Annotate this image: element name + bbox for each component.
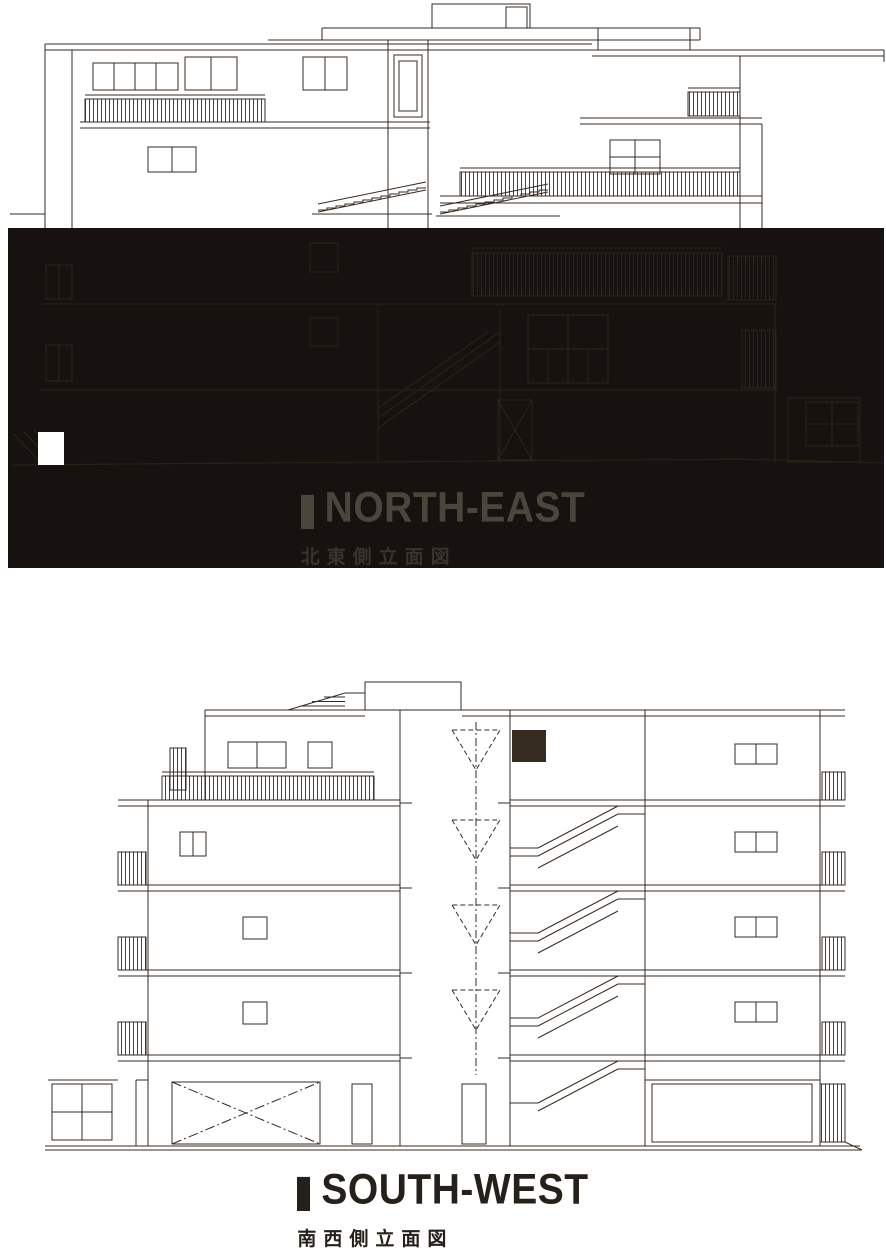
sw-dark-opening [512, 730, 546, 762]
south-west-title: SOUTH-WEST [321, 1165, 589, 1214]
north-east-elevation-drawing [8, 3, 885, 568]
ne-white-opening [38, 432, 64, 465]
south-west-subtitle: 南西側立面図 [297, 1229, 454, 1250]
ne-upper-lineart [10, 3, 885, 228]
south-west-title-row: SOUTH-WEST [297, 1168, 588, 1211]
title-block-icon [297, 1176, 311, 1211]
sw-lineart [45, 681, 863, 1151]
south-west-caption: SOUTH-WEST 南西側立面図 [0, 1168, 886, 1251]
south-west-elevation-drawing [45, 681, 863, 1151]
ne-faint-lineart [11, 242, 885, 466]
